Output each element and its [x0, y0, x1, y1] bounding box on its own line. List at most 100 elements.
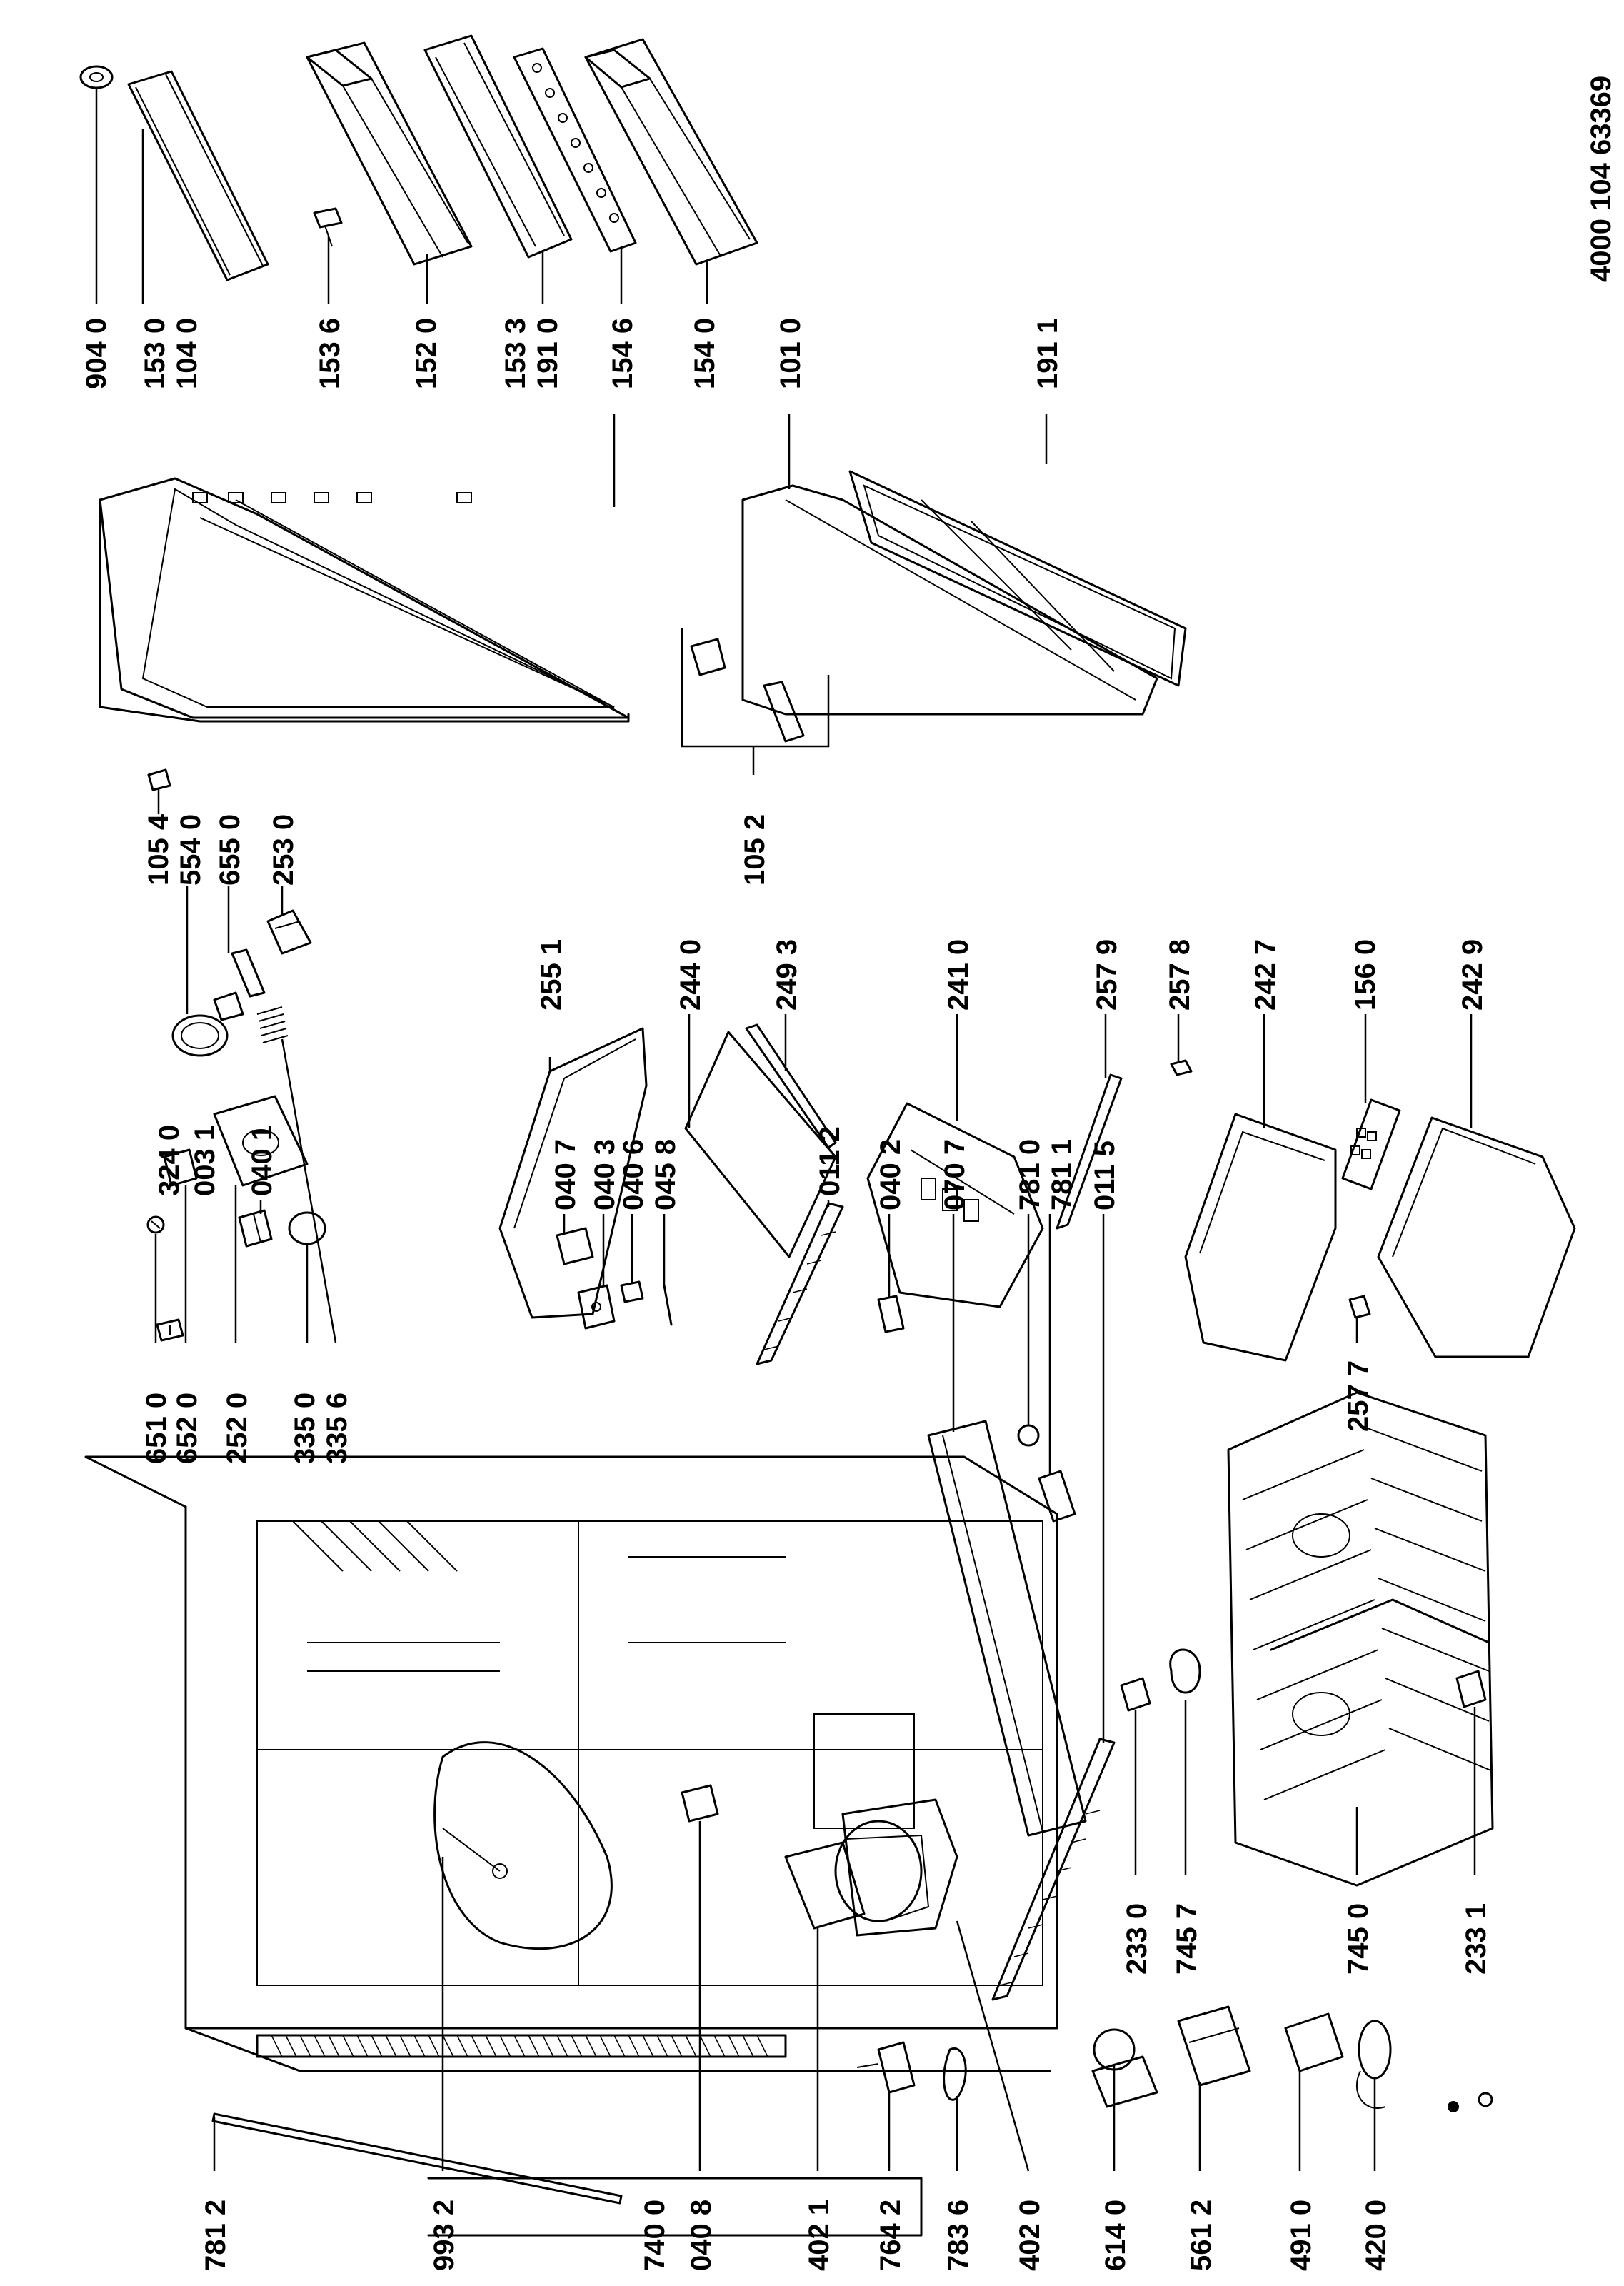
part-233-0-clip: [1120, 1677, 1151, 1712]
part-781-2-tube: [211, 2112, 623, 2205]
part-655-0-switch: [231, 948, 266, 998]
part-993-2-label-bag: [433, 1741, 613, 1950]
part-040-1-hinge: [238, 1209, 273, 1248]
label-040-3: 040 3: [589, 1139, 621, 1210]
label-040-8: 040 8: [686, 2200, 717, 2271]
part-233-1-clip: [1455, 1670, 1487, 1708]
part-335-6-spring: [256, 1006, 289, 1043]
part-011-5-hinge-rail: [991, 1738, 1116, 2001]
document-number: 4000 104 63369: [1585, 76, 1617, 282]
part-491-0-overload: [1284, 2012, 1344, 2072]
label-402-1: 402 1: [803, 2200, 835, 2271]
label-003-1: 003 1: [189, 1125, 221, 1196]
label-040-1: 040 1: [246, 1125, 278, 1196]
part-242-7-drawer: [1184, 1113, 1337, 1362]
part-783-6-clip: [943, 2047, 967, 2101]
part-420-0-capacitor: [1356, 2020, 1392, 2109]
label-233-1: 233 1: [1460, 1903, 1492, 1975]
part-745-7-wire: [1169, 1648, 1201, 1694]
label-242-7: 242 7: [1250, 939, 1281, 1011]
part-554-0-thermostat-knob-ring: [171, 991, 244, 1057]
label-491-0: 491 0: [1285, 2200, 1317, 2271]
label-252-0: 252 0: [221, 1393, 253, 1464]
label-561-2: 561 2: [1186, 2200, 1217, 2271]
label-402-0: 402 0: [1014, 2200, 1046, 2271]
part-253-0-lamp-cover: [266, 909, 312, 955]
label-040-2: 040 2: [875, 1139, 906, 1210]
label-993-2: 993 2: [428, 2200, 460, 2271]
label-257-8: 257 8: [1164, 939, 1196, 1011]
label-105-2: 105 2: [739, 814, 771, 886]
label-045-8: 045 8: [650, 1139, 681, 1210]
part-154-0-door-shelf: [584, 38, 758, 266]
part-105-4-door-stop: [147, 768, 171, 791]
label-191-1: 191 1: [1032, 318, 1063, 389]
part-152-0-door-shelf: [306, 41, 473, 266]
label-011-2: 011 2: [814, 1126, 846, 1196]
part-070-7-kick-plate: [927, 1420, 1087, 1837]
label-105-4: 105 4: [143, 813, 174, 886]
part-011-2-hinge-rail: [756, 1202, 844, 1365]
part-652-0-bracket: [163, 1148, 198, 1187]
part-040-3-hinge-plate: [577, 1284, 616, 1330]
label-242-9: 242 9: [1457, 939, 1488, 1011]
part-242-9-freezer-drawer: [1377, 1116, 1576, 1358]
part-402-0-compressor: [841, 1798, 958, 1937]
label-040-6: 040 6: [618, 1139, 649, 1210]
label-244-0: 244 0: [675, 939, 706, 1011]
part-105-2-hinge-set: [681, 628, 830, 775]
label-011-5: 011 5: [1089, 1141, 1121, 1210]
label-156-0: 156 0: [1350, 939, 1381, 1011]
label-335-6: 335 6: [321, 1393, 353, 1464]
label-781-2: 781 2: [200, 2200, 231, 2271]
part-040-8-bracket: [681, 1784, 719, 1823]
label-257-7: 257 7: [1343, 1360, 1374, 1432]
label-783-6: 783 6: [943, 2200, 974, 2271]
part-257-8-clip: [1170, 1059, 1193, 1076]
part-small-screws: [1448, 2092, 1493, 2112]
label-420-0: 420 0: [1360, 2200, 1392, 2271]
label-652-0: 652 0: [171, 1393, 203, 1464]
part-745-0-wire-shelves: [1227, 1391, 1494, 1887]
part-651-0-screw: [146, 1215, 165, 1234]
part-040-6-shim: [620, 1280, 644, 1303]
part-740-0-condenser: [256, 2034, 787, 2058]
part-904-0-cap: [79, 65, 114, 89]
part-781-0-nut: [1017, 1424, 1040, 1447]
label-614-0: 614 0: [1100, 2200, 1131, 2271]
part-003-1-cabinet: [84, 1455, 1058, 2237]
label-153-0: 153 0: [139, 318, 171, 389]
part-191-0-fridge-door: [99, 477, 630, 723]
part-252-0-lamp-housing: [213, 1095, 309, 1187]
part-040-7-hinge-bracket: [556, 1227, 594, 1265]
part-244-0-glass-plate: [684, 1031, 837, 1258]
part-241-0-crisper-cover: [866, 1102, 1044, 1308]
part-154-6-egg-tray: [513, 47, 637, 253]
label-764-2: 764 2: [875, 2200, 906, 2271]
part-764-2-drier: [856, 2041, 916, 2094]
label-655-0: 655 0: [214, 814, 246, 886]
label-781-0: 781 0: [1014, 1139, 1046, 1210]
label-257-9: 257 9: [1091, 939, 1123, 1011]
part-153-3-bottle-rail: [423, 34, 573, 259]
part-781-1-plate: [1038, 1470, 1076, 1523]
part-561-2-starter: [1177, 2005, 1251, 2087]
part-614-0-relay: [1091, 2028, 1158, 2108]
part-257-9-rail: [1056, 1073, 1123, 1230]
label-070-7: 070 7: [939, 1139, 971, 1210]
label-040-7: 040 7: [550, 1139, 581, 1210]
label-745-7: 745 7: [1171, 1903, 1203, 1975]
part-045-8-pin: [663, 1284, 673, 1326]
label-152-0: 152 0: [411, 318, 442, 389]
label-324-0: 324 0: [154, 1125, 185, 1196]
label-745-0: 745 0: [1343, 1903, 1374, 1975]
label-651-0: 651 0: [141, 1393, 172, 1464]
label-255-1: 255 1: [536, 939, 567, 1011]
label-904-0: 904 0: [81, 318, 112, 389]
label-104-0: 104 0: [171, 318, 203, 389]
part-153-0-bottle-guard: [127, 70, 269, 281]
label-154-0: 154 0: [689, 318, 721, 389]
label-781-1: 781 1: [1046, 1139, 1078, 1210]
